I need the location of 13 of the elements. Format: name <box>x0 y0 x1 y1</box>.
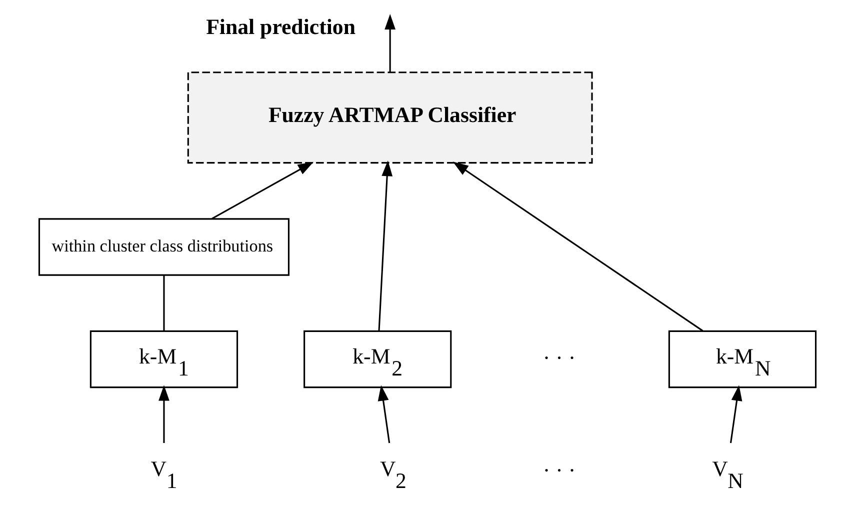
arrow <box>730 385 742 444</box>
node-box: Fuzzy ARTMAP Classifier <box>187 72 593 164</box>
edge-label: Final prediction <box>206 15 356 40</box>
label: · · · <box>542 346 576 370</box>
connector <box>163 275 165 331</box>
arrow <box>452 162 704 332</box>
arrow <box>384 14 396 72</box>
arrow <box>378 160 393 331</box>
arrow <box>378 385 390 444</box>
label: · · · <box>542 458 576 482</box>
arrow <box>212 162 314 220</box>
arrow <box>158 385 170 443</box>
node-box: within cluster class distributions <box>38 218 290 276</box>
